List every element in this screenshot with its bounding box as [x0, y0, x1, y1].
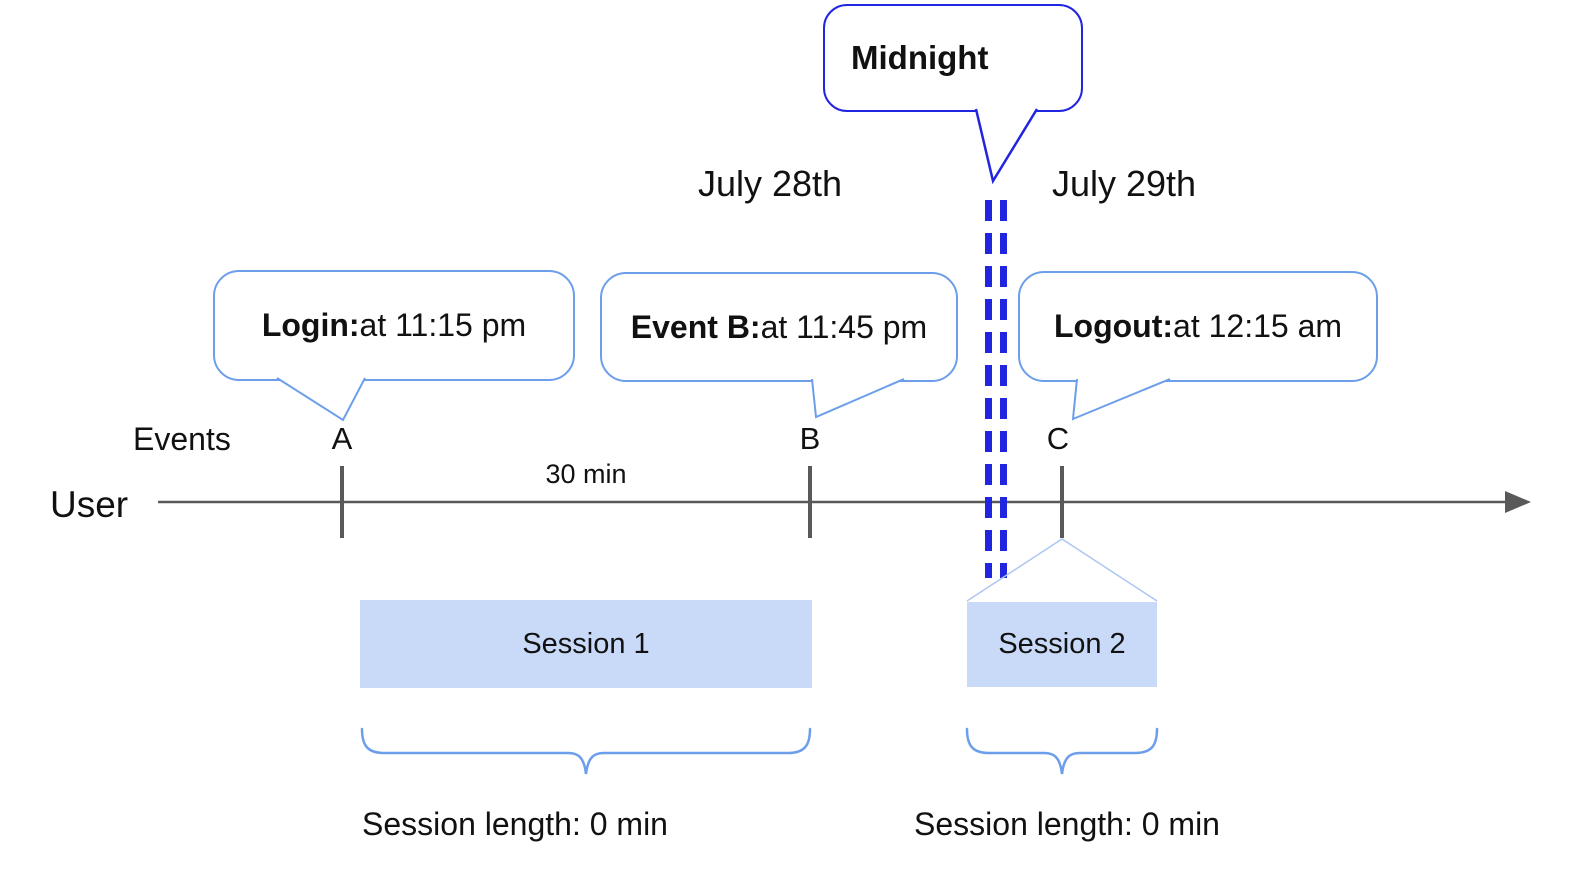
logout-callout-label: Logout: [1053, 308, 1174, 344]
login-callout-value: at 11:15 pm [359, 307, 527, 343]
session1-length-label: Session length: 0 min [362, 806, 668, 842]
session2-funnel-line-left [966, 538, 1063, 602]
session2-label: Session 2 [998, 628, 1126, 660]
interval-30min-label: 30 min [545, 459, 627, 489]
logout-callout: Logout: at 12:15 am [1018, 271, 1378, 382]
logout-callout-tail [1071, 378, 1171, 421]
login-callout-tail [276, 377, 366, 422]
timeline-arrowhead-icon [1505, 491, 1531, 513]
login-callout: Login: at 11:15 pm [213, 270, 575, 381]
session1-label: Session 1 [522, 627, 650, 660]
event-b-callout-value: at 11:45 pm [760, 308, 928, 345]
event-b-callout-label: Event B: [630, 308, 761, 345]
session2-box: Session 2 [967, 602, 1157, 687]
event-letter-c: C [1046, 421, 1070, 456]
session2-length-label: Session length: 0 min [914, 806, 1220, 842]
date-label-july-29: July 29th [1051, 163, 1197, 204]
event-b-callout: Event B: at 11:45 pm [600, 272, 958, 382]
event-letter-b: B [799, 421, 821, 456]
event-b-callout-tail [811, 378, 905, 419]
events-row-label: Events [133, 421, 231, 457]
session1-box: Session 1 [360, 600, 812, 688]
user-row-label: User [50, 484, 129, 525]
session1-brace [360, 727, 812, 775]
session2-funnel-line-right [1061, 538, 1158, 602]
logout-callout-value: at 12:15 am [1173, 308, 1343, 344]
event-letter-a: A [331, 421, 353, 456]
midnight-callout-label: Midnight [851, 39, 989, 76]
date-label-july-28: July 28th [697, 163, 843, 204]
midnight-callout: Midnight [823, 4, 1083, 112]
session2-brace [965, 727, 1159, 775]
login-callout-label: Login: [261, 307, 360, 343]
